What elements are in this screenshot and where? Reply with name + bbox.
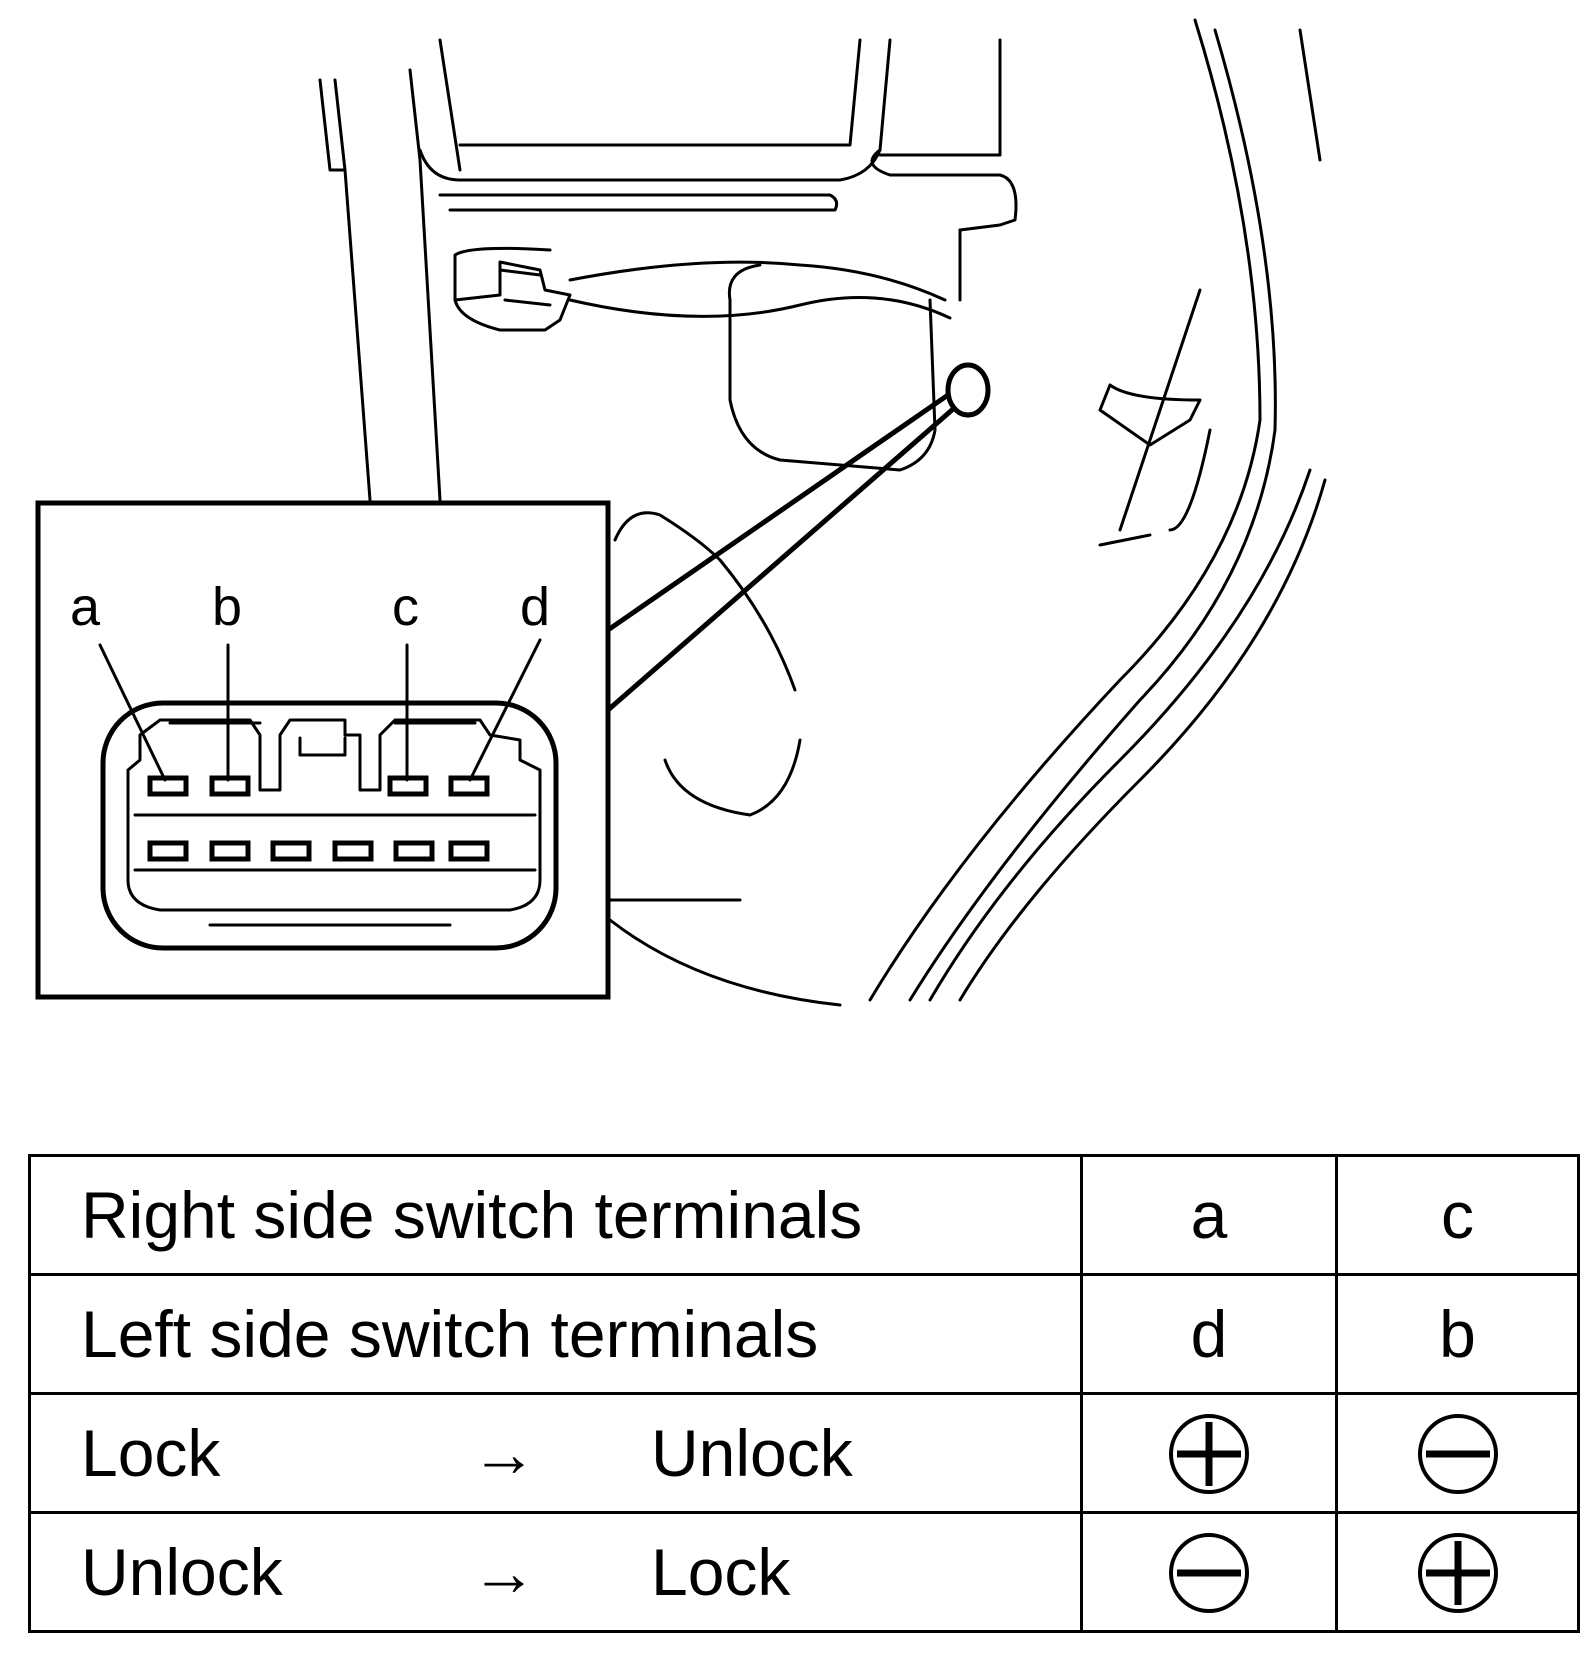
terminal-label-b: b bbox=[212, 577, 242, 637]
operation-from: Lock bbox=[81, 1416, 221, 1490]
table-row: Right side switch terminals a c bbox=[28, 1154, 1580, 1276]
operation-to: Lock bbox=[651, 1535, 791, 1609]
operation-label: Unlock → Lock bbox=[28, 1511, 1083, 1633]
terminal-leader-lines bbox=[98, 638, 542, 782]
terminal-d bbox=[448, 775, 490, 797]
table-row: Lock → Unlock bbox=[28, 1392, 1580, 1514]
polarity-cell bbox=[1080, 1511, 1338, 1633]
arrow-right-icon: → bbox=[471, 1416, 537, 1490]
terminal-label-d: d bbox=[520, 577, 550, 637]
terminal-label-c: c bbox=[392, 577, 419, 637]
terminal-row-top bbox=[147, 775, 490, 797]
operation-from: Unlock bbox=[81, 1535, 283, 1609]
row-label: Right side switch terminals bbox=[28, 1154, 1083, 1276]
polarity-cell bbox=[1335, 1511, 1580, 1633]
table-row: Left side switch terminals d b bbox=[28, 1273, 1580, 1395]
switch-location-marker bbox=[945, 362, 991, 418]
arrow-right-icon: → bbox=[471, 1535, 537, 1609]
polarity-cell bbox=[1335, 1392, 1580, 1514]
row-label: Left side switch terminals bbox=[28, 1273, 1083, 1395]
connector-inset-box bbox=[35, 500, 611, 1000]
table-row: Unlock → Lock bbox=[28, 1511, 1580, 1633]
door-trim-outline bbox=[613, 511, 802, 817]
minus-icon bbox=[1167, 1531, 1251, 1615]
terminal-value: c bbox=[1335, 1154, 1580, 1276]
door-handle-assembly bbox=[453, 246, 952, 472]
door-body-outline bbox=[318, 18, 1327, 1007]
terminal-polarity-table: Right side switch terminals a c Left sid… bbox=[28, 1154, 1580, 1633]
door-switch-illustration: a b c d bbox=[35, 18, 1327, 1007]
terminal-value: a bbox=[1080, 1154, 1338, 1276]
terminal-row-bottom bbox=[147, 840, 490, 862]
switch-connector bbox=[100, 700, 559, 951]
operation-to: Unlock bbox=[651, 1416, 853, 1490]
terminal-value: b bbox=[1335, 1273, 1580, 1395]
minus-icon bbox=[1416, 1412, 1500, 1496]
callout-lines bbox=[605, 392, 955, 713]
terminal-value: d bbox=[1080, 1273, 1338, 1395]
polarity-cell bbox=[1080, 1392, 1338, 1514]
plus-icon bbox=[1416, 1531, 1500, 1615]
terminal-b bbox=[209, 775, 251, 797]
terminal-a bbox=[147, 775, 189, 797]
terminal-label-a: a bbox=[70, 577, 101, 637]
plus-icon bbox=[1167, 1412, 1251, 1496]
operation-label: Lock → Unlock bbox=[28, 1392, 1083, 1514]
